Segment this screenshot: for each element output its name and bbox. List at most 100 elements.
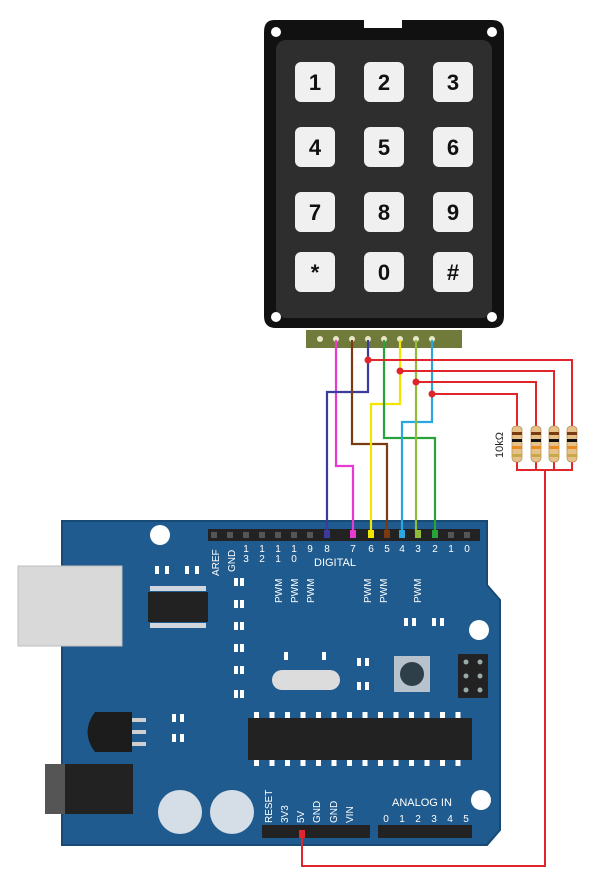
voltage-regulator [87,712,132,752]
key-label: 8 [378,200,390,225]
keypad-key[interactable]: 0 [364,252,404,292]
capacitor [210,790,254,834]
pin-number: 3 [243,554,249,565]
power-pin-label: VIN [345,806,356,823]
usb-connector [17,565,123,647]
mcu-pin [455,760,461,766]
usb-chip [148,592,208,622]
mount-hole [469,620,489,640]
pin-number: 1 [275,544,281,555]
mcu-pin [440,760,445,766]
wire-navy [325,340,370,533]
mcu-pin [393,712,399,718]
icsp-header [458,654,488,698]
pin-number: 0 [464,544,470,555]
wire-terminal [324,530,330,538]
pwm-label: PWM [306,579,317,603]
resistor [548,425,560,463]
pwm-label: PWM [290,579,301,603]
key-face[interactable] [364,127,404,167]
wire-junctions [364,356,436,398]
keypad-key[interactable]: 2 [364,62,404,102]
pin-number: 9 [307,544,313,555]
keypad-screw-hole [271,312,281,322]
keypad-key[interactable]: 8 [364,192,404,232]
mount-hole [150,525,170,545]
key-face[interactable] [433,192,473,232]
pin-number: 1 [243,544,249,555]
key-face[interactable] [433,252,473,292]
microcontroller-chip [248,718,472,760]
mcu-pin [331,712,337,718]
wire-terminals [299,530,438,838]
regulator-leg [132,718,146,722]
header-hole [259,532,265,538]
wire-terminal [299,830,305,838]
usb-chip-pins [150,586,206,628]
key-face[interactable] [364,252,404,292]
pin-number: 5 [384,544,390,555]
gnd-label: GND [227,550,238,572]
key-face[interactable] [295,127,335,167]
keypad-key[interactable]: 6 [433,127,473,167]
connector-pin [397,336,403,342]
analog-pin-number: 0 [383,814,389,825]
wire-terminal [368,530,374,538]
analog-pin-number: 5 [463,814,469,825]
key-label: 2 [378,70,390,95]
key-label: 5 [378,135,390,160]
keypad-screw-hole [487,312,497,322]
smd-components [155,566,444,742]
key-label: 7 [309,200,321,225]
mcu-pin [254,712,259,718]
keypad-key[interactable]: 9 [433,192,473,232]
crystal-oscillator [272,670,340,690]
capacitor [158,790,202,834]
wire-terminal [350,530,356,538]
header-hole [307,532,313,538]
keypad-key[interactable]: 3 [433,62,473,102]
key-face[interactable] [433,127,473,167]
header-hole [243,532,249,538]
mcu-pin [316,760,321,766]
keypad-key[interactable]: 7 [295,192,335,232]
regulator-leg [132,742,146,746]
key-face[interactable] [364,62,404,102]
wire-terminal [384,530,390,538]
mcu-pin [455,712,461,718]
key-face[interactable] [364,192,404,232]
key-label: 4 [309,135,322,160]
connector-pin [317,336,323,342]
regulator-leg [132,730,146,734]
header-hole [464,532,470,538]
header-hole [448,532,454,538]
wire-magenta [334,340,355,533]
pin-number: 0 [291,554,297,565]
key-label: 1 [309,70,321,95]
keypad-key[interactable]: 1 [295,62,335,102]
key-label: * [311,260,320,285]
aref-label: AREF [211,549,222,576]
key-face[interactable] [433,62,473,102]
resistor-label: 10kΩ [494,432,506,458]
pin-number: 3 [415,544,421,555]
keypad-screw-hole [271,27,281,37]
resistor [511,425,523,463]
key-face[interactable] [295,62,335,102]
mcu-pins [254,712,461,766]
keypad-key[interactable]: 4 [295,127,335,167]
reset-button-cap[interactable] [400,662,424,686]
keypad-key[interactable]: # [433,252,473,292]
mcu-pin [331,760,337,766]
power-jack-rim [45,764,65,814]
connector-pin [349,336,355,342]
connector-pin [381,336,387,342]
pin-number: 2 [432,544,438,555]
key-face[interactable] [295,252,335,292]
key-face[interactable] [295,192,335,232]
keypad-key[interactable]: * [295,252,335,292]
keypad-key[interactable]: 5 [364,127,404,167]
key-label: 6 [447,135,459,160]
